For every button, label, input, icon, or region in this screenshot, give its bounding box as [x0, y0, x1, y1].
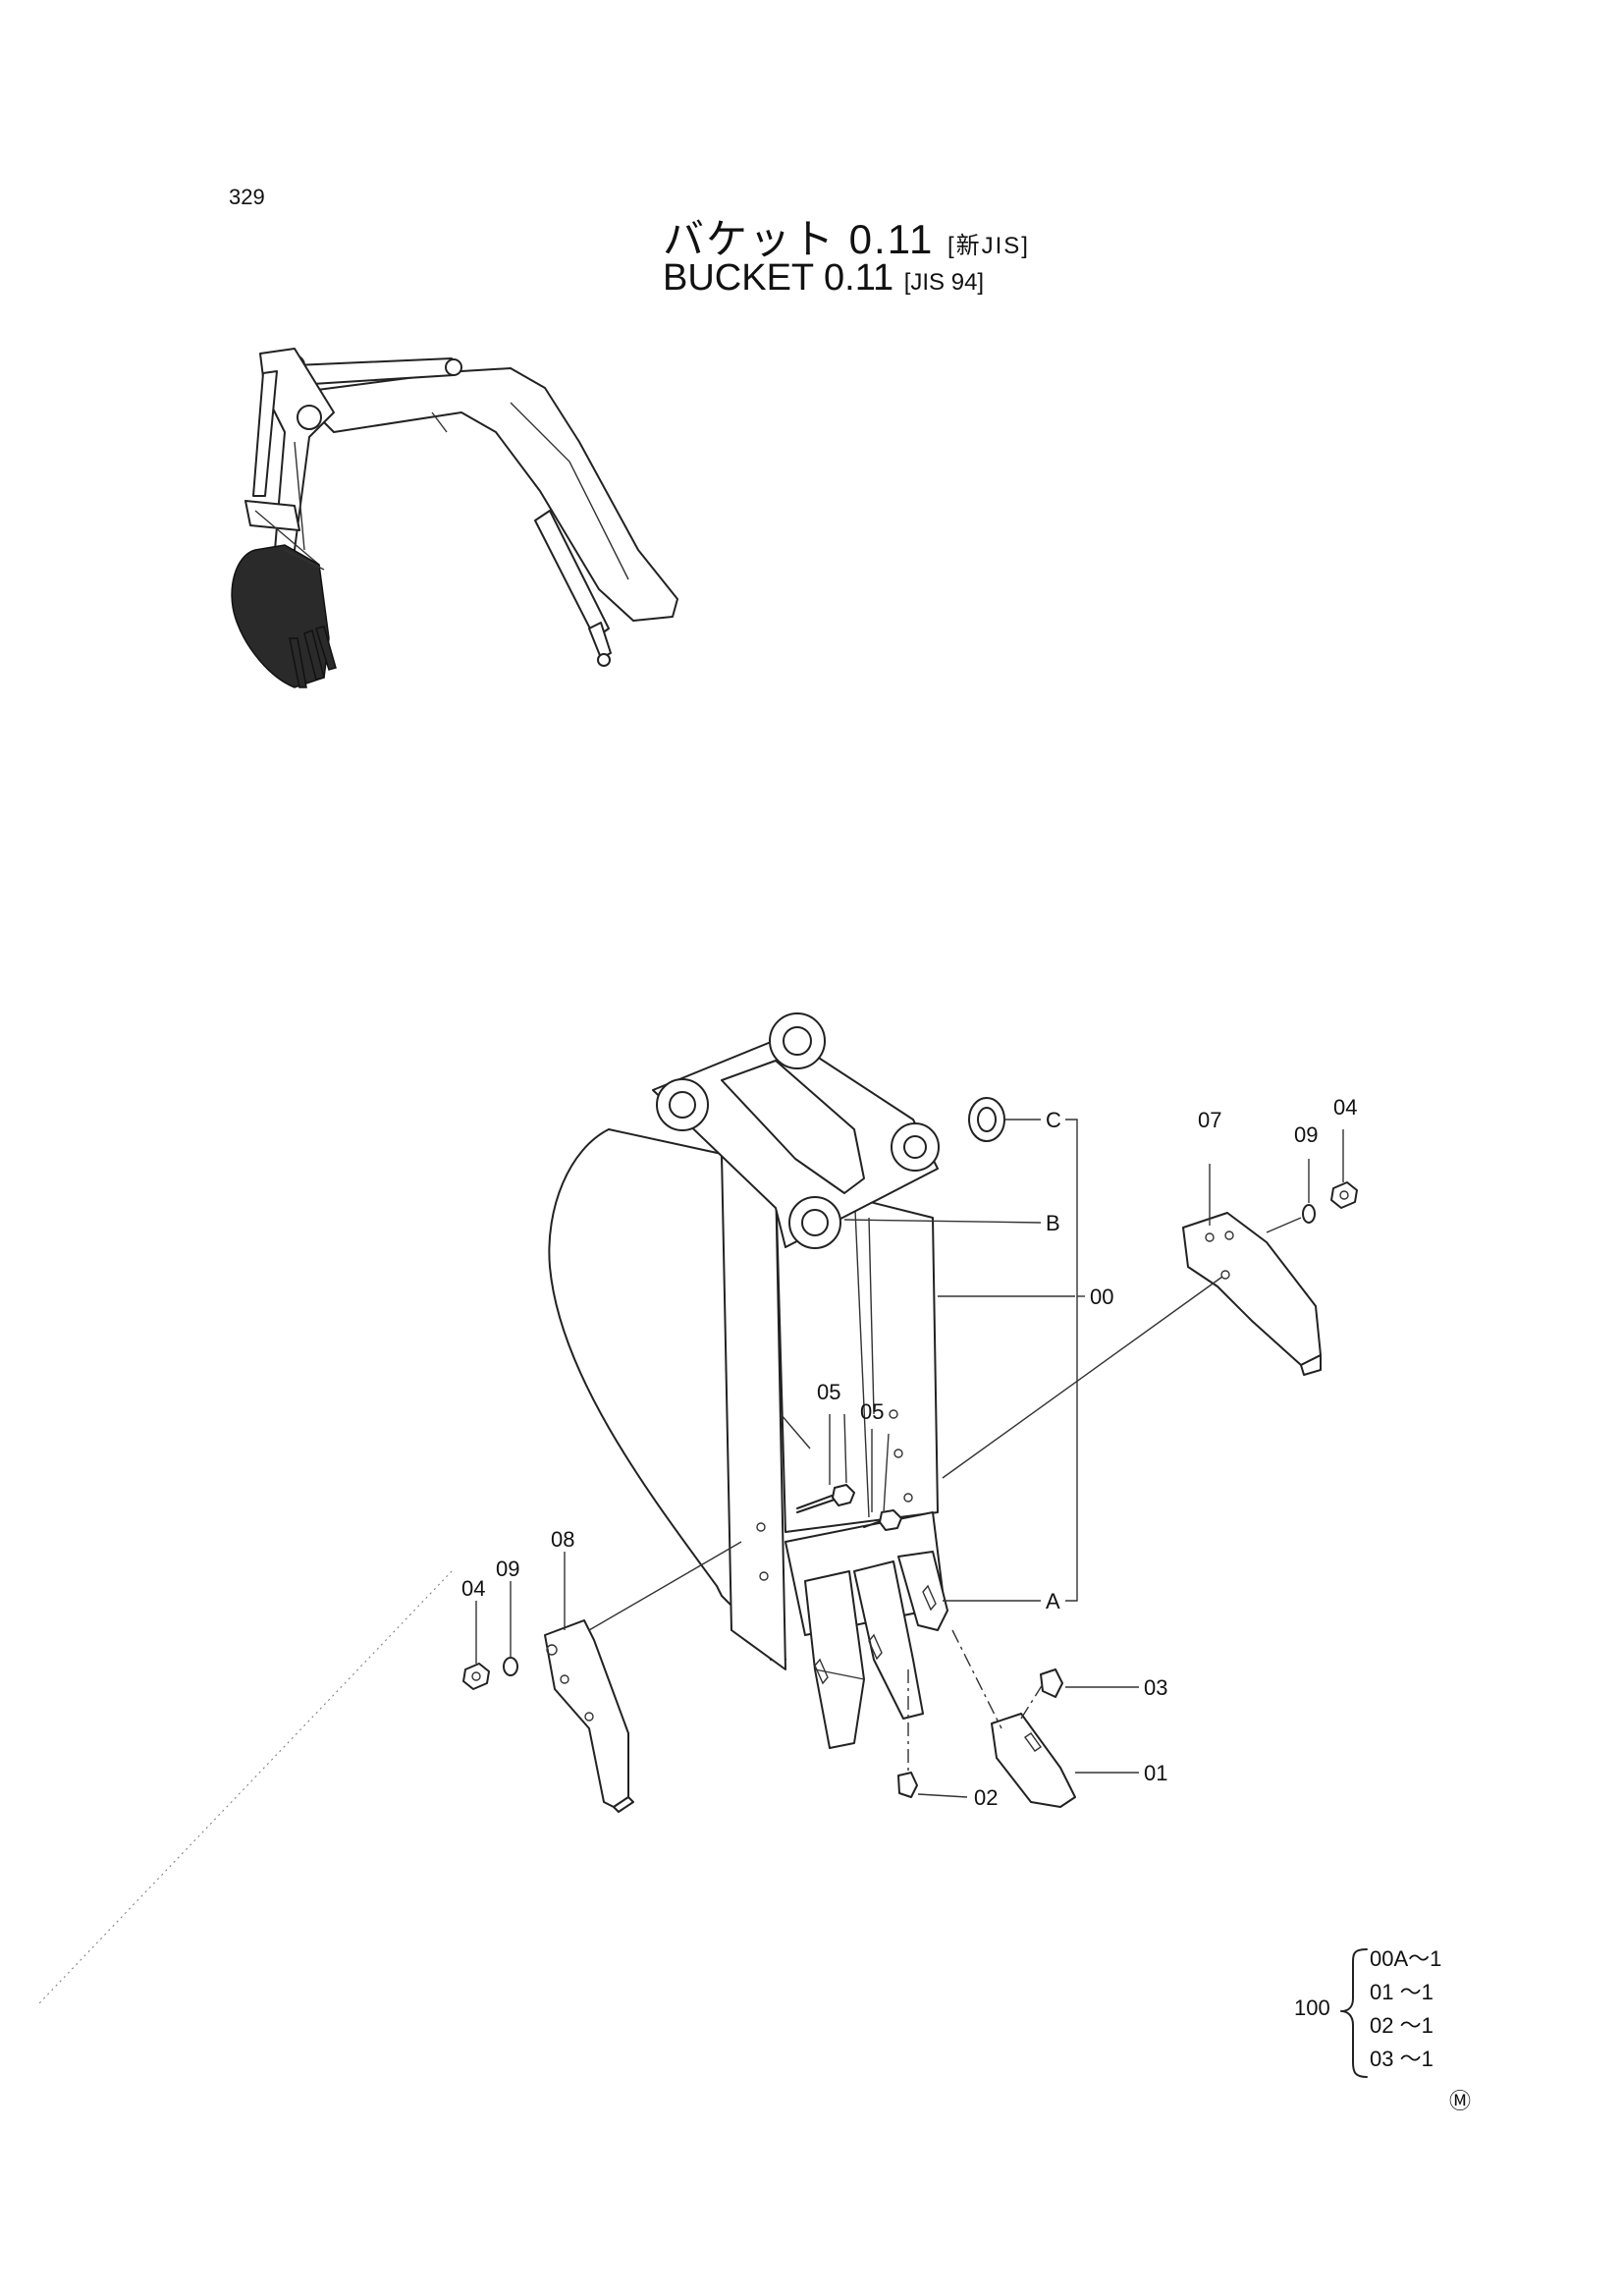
side-cutter-right — [1182, 1181, 1358, 1376]
callout-01: 01 — [1144, 1761, 1167, 1785]
assembly-set-item: 02 ～1 — [1370, 2013, 1434, 2038]
bucket-assembly — [548, 1012, 1005, 1749]
title-japanese-standard: [新JIS] — [947, 233, 1030, 259]
callout-04-right: 04 — [1333, 1095, 1357, 1120]
assembly-set-item: 01 ～1 — [1370, 1980, 1434, 2004]
callout-07: 07 — [1198, 1108, 1221, 1132]
callout-02: 02 — [974, 1785, 998, 1810]
page-number: 329 — [229, 185, 265, 209]
callout-03: 03 — [1144, 1675, 1167, 1700]
callout-00: 00 — [1090, 1285, 1113, 1309]
assembly-set-mark: Ⓜ — [1449, 2089, 1471, 2113]
title-english-standard: [JIS 94] — [903, 269, 985, 296]
title-english: BUCKET 0.11 [JIS 94] — [663, 257, 984, 300]
title-japanese: バケット 0.11 [新JIS] — [663, 206, 1030, 266]
assembly-set-number: 100 — [1294, 1995, 1330, 2020]
side-cutter-left — [462, 1619, 634, 1813]
callout-09-left: 09 — [496, 1557, 519, 1581]
callout-b: B — [1046, 1211, 1060, 1235]
callout-a: A — [1046, 1589, 1060, 1613]
callout-05-a: 05 — [817, 1380, 840, 1404]
assembly-set-list: 100 00A～1 01 ～1 02 ～1 03 ～1 Ⓜ — [1294, 1946, 1471, 2113]
title-japanese-text: バケット 0.11 — [663, 216, 935, 262]
assembly-set-item: 00A～1 — [1370, 1946, 1441, 1971]
leader-lines — [38, 1119, 1344, 2004]
callout-04-left: 04 — [461, 1576, 485, 1601]
callout-05-b: 05 — [860, 1399, 884, 1424]
callout-08: 08 — [551, 1527, 574, 1552]
bucket-tooth — [897, 1668, 1076, 1808]
excavator-arm-thumbnail — [231, 348, 678, 688]
title-english-text: BUCKET 0.11 — [663, 257, 894, 299]
callout-c: C — [1046, 1108, 1061, 1132]
assembly-set-item: 03 ～1 — [1370, 2047, 1434, 2071]
callout-09-right: 09 — [1294, 1122, 1318, 1147]
callout-labels: C B A 00 01 02 03 04 04 05 05 07 08 09 0… — [461, 1095, 1357, 1810]
